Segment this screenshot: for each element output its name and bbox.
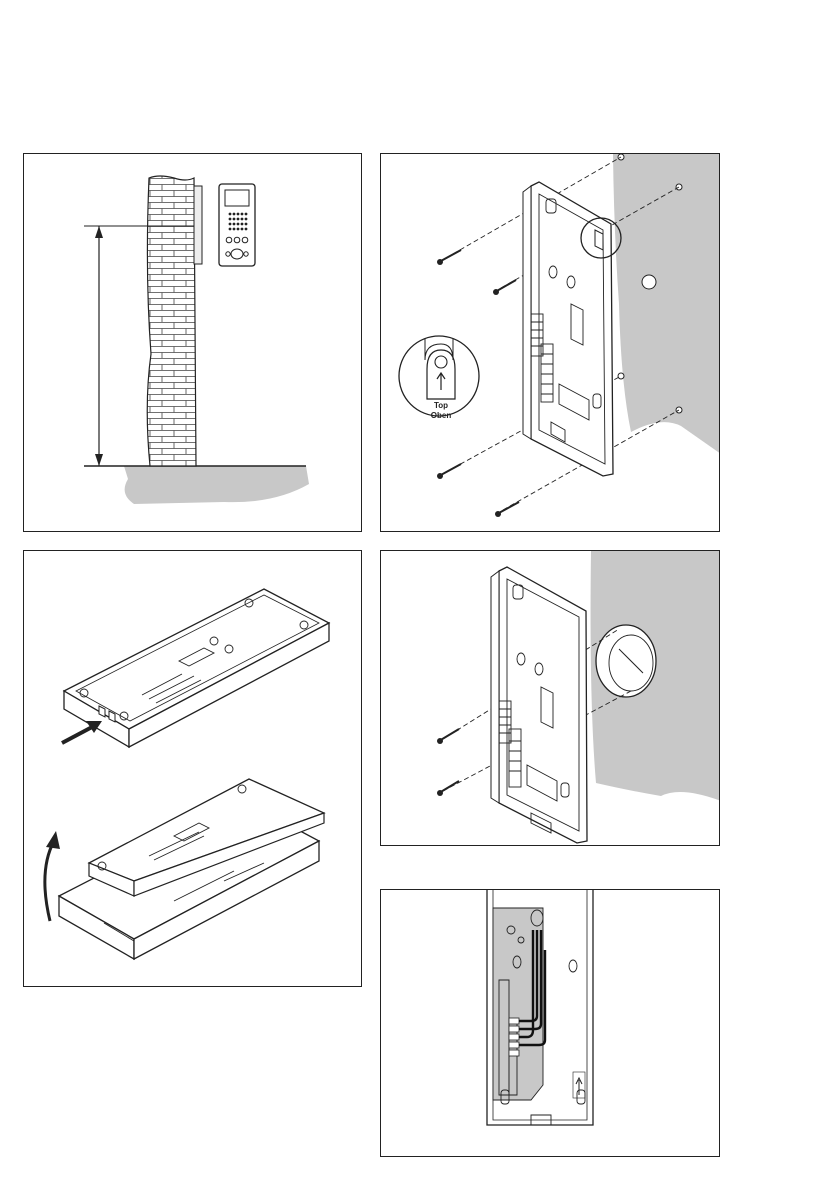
panel-wall-height [23, 153, 362, 532]
screw-mounting-plate-illustration: Top Oben [381, 154, 720, 532]
flush-box-mounting-illustration [381, 551, 720, 846]
oben-label: Oben [431, 411, 452, 420]
panel-screw-mounting: Top Oben [380, 153, 720, 532]
panel-open-housing [23, 550, 362, 987]
top-label: Top [434, 401, 448, 410]
panel-flush-box-mounting [380, 550, 720, 846]
panel-wiring [380, 889, 720, 1157]
open-housing-illustration [24, 551, 362, 987]
wiring-terminal-illustration [381, 890, 720, 1157]
brick-wall-with-intercom-illustration [24, 154, 362, 532]
